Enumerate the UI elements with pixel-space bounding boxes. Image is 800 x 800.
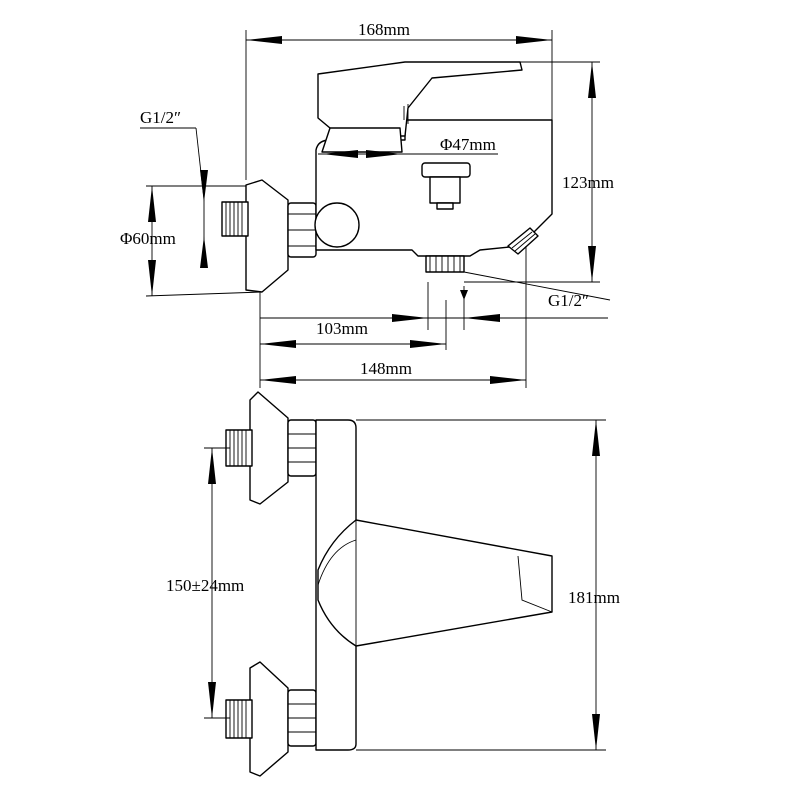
side-hex-nut	[287, 202, 317, 258]
label-body-width: 181mm	[568, 588, 620, 607]
label-overall-length: 168mm	[358, 20, 410, 39]
side-inlet-thread	[221, 201, 249, 237]
side-handle-neck	[321, 127, 403, 153]
side-knob	[314, 202, 360, 248]
dim-height: 123mm	[464, 61, 614, 283]
side-outlet-thread	[425, 255, 465, 273]
front-handle	[317, 519, 553, 647]
side-diverter-knob	[421, 162, 471, 210]
label-centers: 150±24mm	[166, 576, 244, 595]
label-height: 123mm	[562, 173, 614, 192]
label-inlet-thread-left: G1/2″	[140, 108, 181, 127]
side-wall-flange	[245, 179, 289, 293]
label-spout-offset: 103mm	[316, 319, 368, 338]
dim-centers: 150±24mm	[166, 447, 244, 719]
side-view: 168mm 123mm Φ47mm G1/2″	[120, 20, 614, 388]
label-handle-base-diameter: Φ47mm	[440, 135, 496, 154]
label-flange-diameter: Φ60mm	[120, 229, 176, 248]
front-top-flange	[249, 391, 289, 505]
dim-flange-diameter: Φ60mm	[120, 185, 263, 297]
dim-body-length: 148mm	[259, 246, 527, 388]
dim-body-width: 181mm	[356, 419, 620, 751]
front-top-nut	[287, 419, 317, 477]
dim-spout-offset: 103mm	[260, 282, 608, 338]
label-body-length: 148mm	[360, 359, 412, 378]
dim-handle-base-diameter: Φ47mm	[318, 135, 498, 158]
front-bottom-nut	[287, 689, 317, 747]
front-view: 181mm 150±24mm	[166, 391, 620, 777]
label-outlet-thread: G1/2″	[548, 291, 589, 310]
dim-outlet-thread: G1/2″	[460, 271, 611, 330]
dim-overall-length: 168mm	[245, 20, 553, 180]
side-aerator	[507, 227, 539, 255]
front-bottom-thread	[225, 699, 253, 739]
front-bottom-flange	[249, 661, 289, 777]
